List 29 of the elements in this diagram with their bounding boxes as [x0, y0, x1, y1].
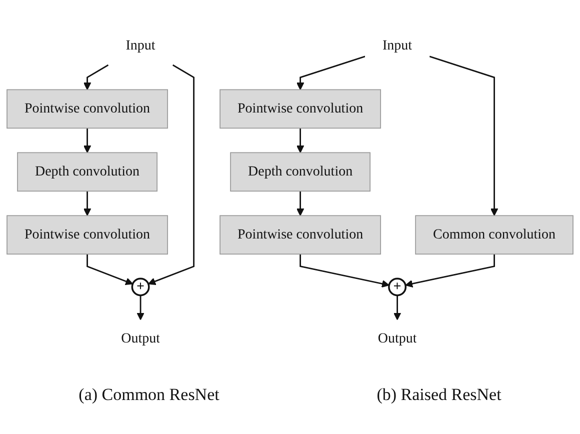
arrow — [86, 254, 134, 286]
arrow — [148, 64, 194, 286]
figure-caption: (b) Raised ResNet — [376, 385, 502, 405]
node-box — [230, 152, 371, 192]
node-box — [415, 215, 574, 255]
node-text: Input — [382, 38, 412, 53]
arrow — [83, 128, 92, 153]
node-box — [6, 89, 168, 129]
arrow — [83, 64, 109, 90]
node-text: Output — [121, 331, 160, 346]
arrow — [405, 254, 495, 288]
node-text: Input — [126, 38, 156, 53]
diagram: Input Pointwise convolution Depth convolution Pointwise convolution + Output Input Pointwise convolution Depth convolution Pointwise convolution Common convolution + Output — [0, 0, 580, 385]
arrow — [83, 191, 92, 216]
node-circle — [131, 278, 150, 296]
node-box — [220, 215, 382, 255]
figure-caption: (a) Common ResNet — [78, 385, 220, 405]
arrow — [296, 191, 304, 216]
node-box — [17, 152, 158, 192]
node-circle — [388, 278, 407, 296]
node-text: Output — [378, 331, 417, 346]
arrow — [296, 128, 304, 153]
arrow — [429, 56, 498, 216]
node-box — [6, 215, 168, 255]
arrow — [300, 254, 390, 288]
node-box — [220, 89, 382, 129]
arrow — [393, 295, 402, 320]
arrow — [136, 295, 144, 320]
arrow — [296, 56, 366, 90]
